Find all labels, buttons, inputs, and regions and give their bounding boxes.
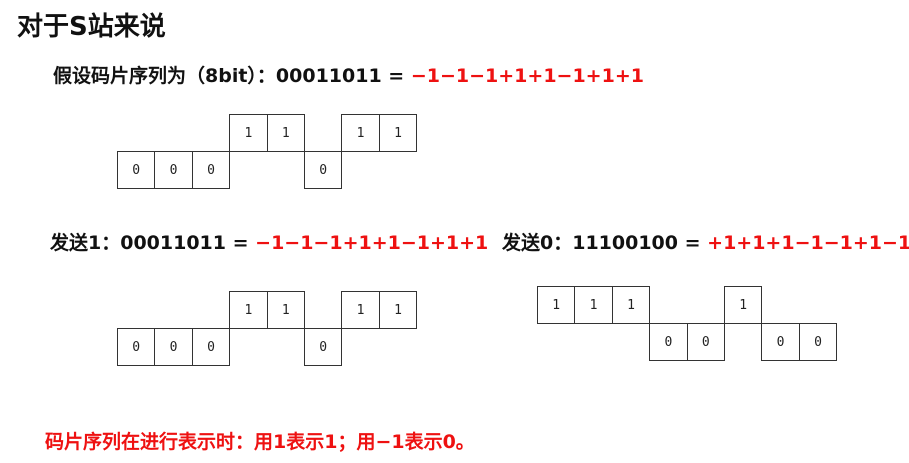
chip-box-1: 1	[724, 286, 763, 324]
chip-box-1: 1	[378, 291, 418, 329]
chip-box-1: 1	[378, 114, 418, 152]
chip-sequence-line: 假设码片序列为（8bit）：00011011 = −1−1−1+1+1−1+1+…	[53, 61, 644, 88]
chip-box-1: 1	[537, 286, 576, 324]
send-zero-label: 发送0：	[502, 232, 573, 254]
chip-box-1: 1	[229, 291, 268, 329]
chip-box-0: 0	[686, 323, 725, 361]
page-title: 对于S站来说	[17, 12, 166, 42]
chip-box-0: 0	[191, 151, 231, 189]
send-zero-values: +1+1+1−1−1+1−1−1	[707, 232, 909, 254]
chip-box-1: 1	[611, 286, 651, 324]
chip-sequence-bits: 00011011	[275, 65, 382, 87]
equals-sign: =	[678, 232, 708, 254]
chip-box-0: 0	[304, 328, 343, 366]
chip-box-0: 0	[117, 328, 156, 366]
chip-sequence-values: −1−1−1+1+1−1+1+1	[410, 65, 644, 87]
equals-sign: =	[381, 65, 411, 87]
chip-box-0: 0	[154, 151, 193, 189]
send-one-label: 发送1：	[50, 232, 121, 254]
chip-box-1: 1	[341, 291, 380, 329]
chip-box-1: 1	[229, 114, 268, 152]
chip-box-1: 1	[266, 291, 305, 329]
chip-box-0: 0	[304, 151, 343, 189]
chip-sequence-label: 假设码片序列为（8bit）：	[53, 65, 276, 87]
chip-box-1: 1	[574, 286, 613, 324]
chip-box-0: 0	[798, 323, 838, 361]
representation-note: 码片序列在进行表示时：用1表示1；用−1表示0。	[45, 431, 475, 453]
chip-box-1: 1	[341, 114, 380, 152]
chip-box-0: 0	[117, 151, 156, 189]
chip-box-0: 0	[649, 323, 688, 361]
chip-box-0: 0	[154, 328, 193, 366]
send-zero-bits: 11100100	[572, 232, 678, 254]
chip-box-0: 0	[761, 323, 800, 361]
send-one-bits: 00011011	[120, 232, 226, 254]
send-zero-line: 发送0：11100100 = +1+1+1−1−1+1−1−1	[502, 228, 909, 255]
equals-sign: =	[226, 232, 256, 254]
send-one-values: −1−1−1+1+1−1+1+1	[255, 232, 489, 254]
send-one-line: 发送1：00011011 = −1−1−1+1+1−1+1+1	[50, 228, 488, 255]
chip-box-0: 0	[191, 328, 231, 366]
chip-box-1: 1	[266, 114, 305, 152]
